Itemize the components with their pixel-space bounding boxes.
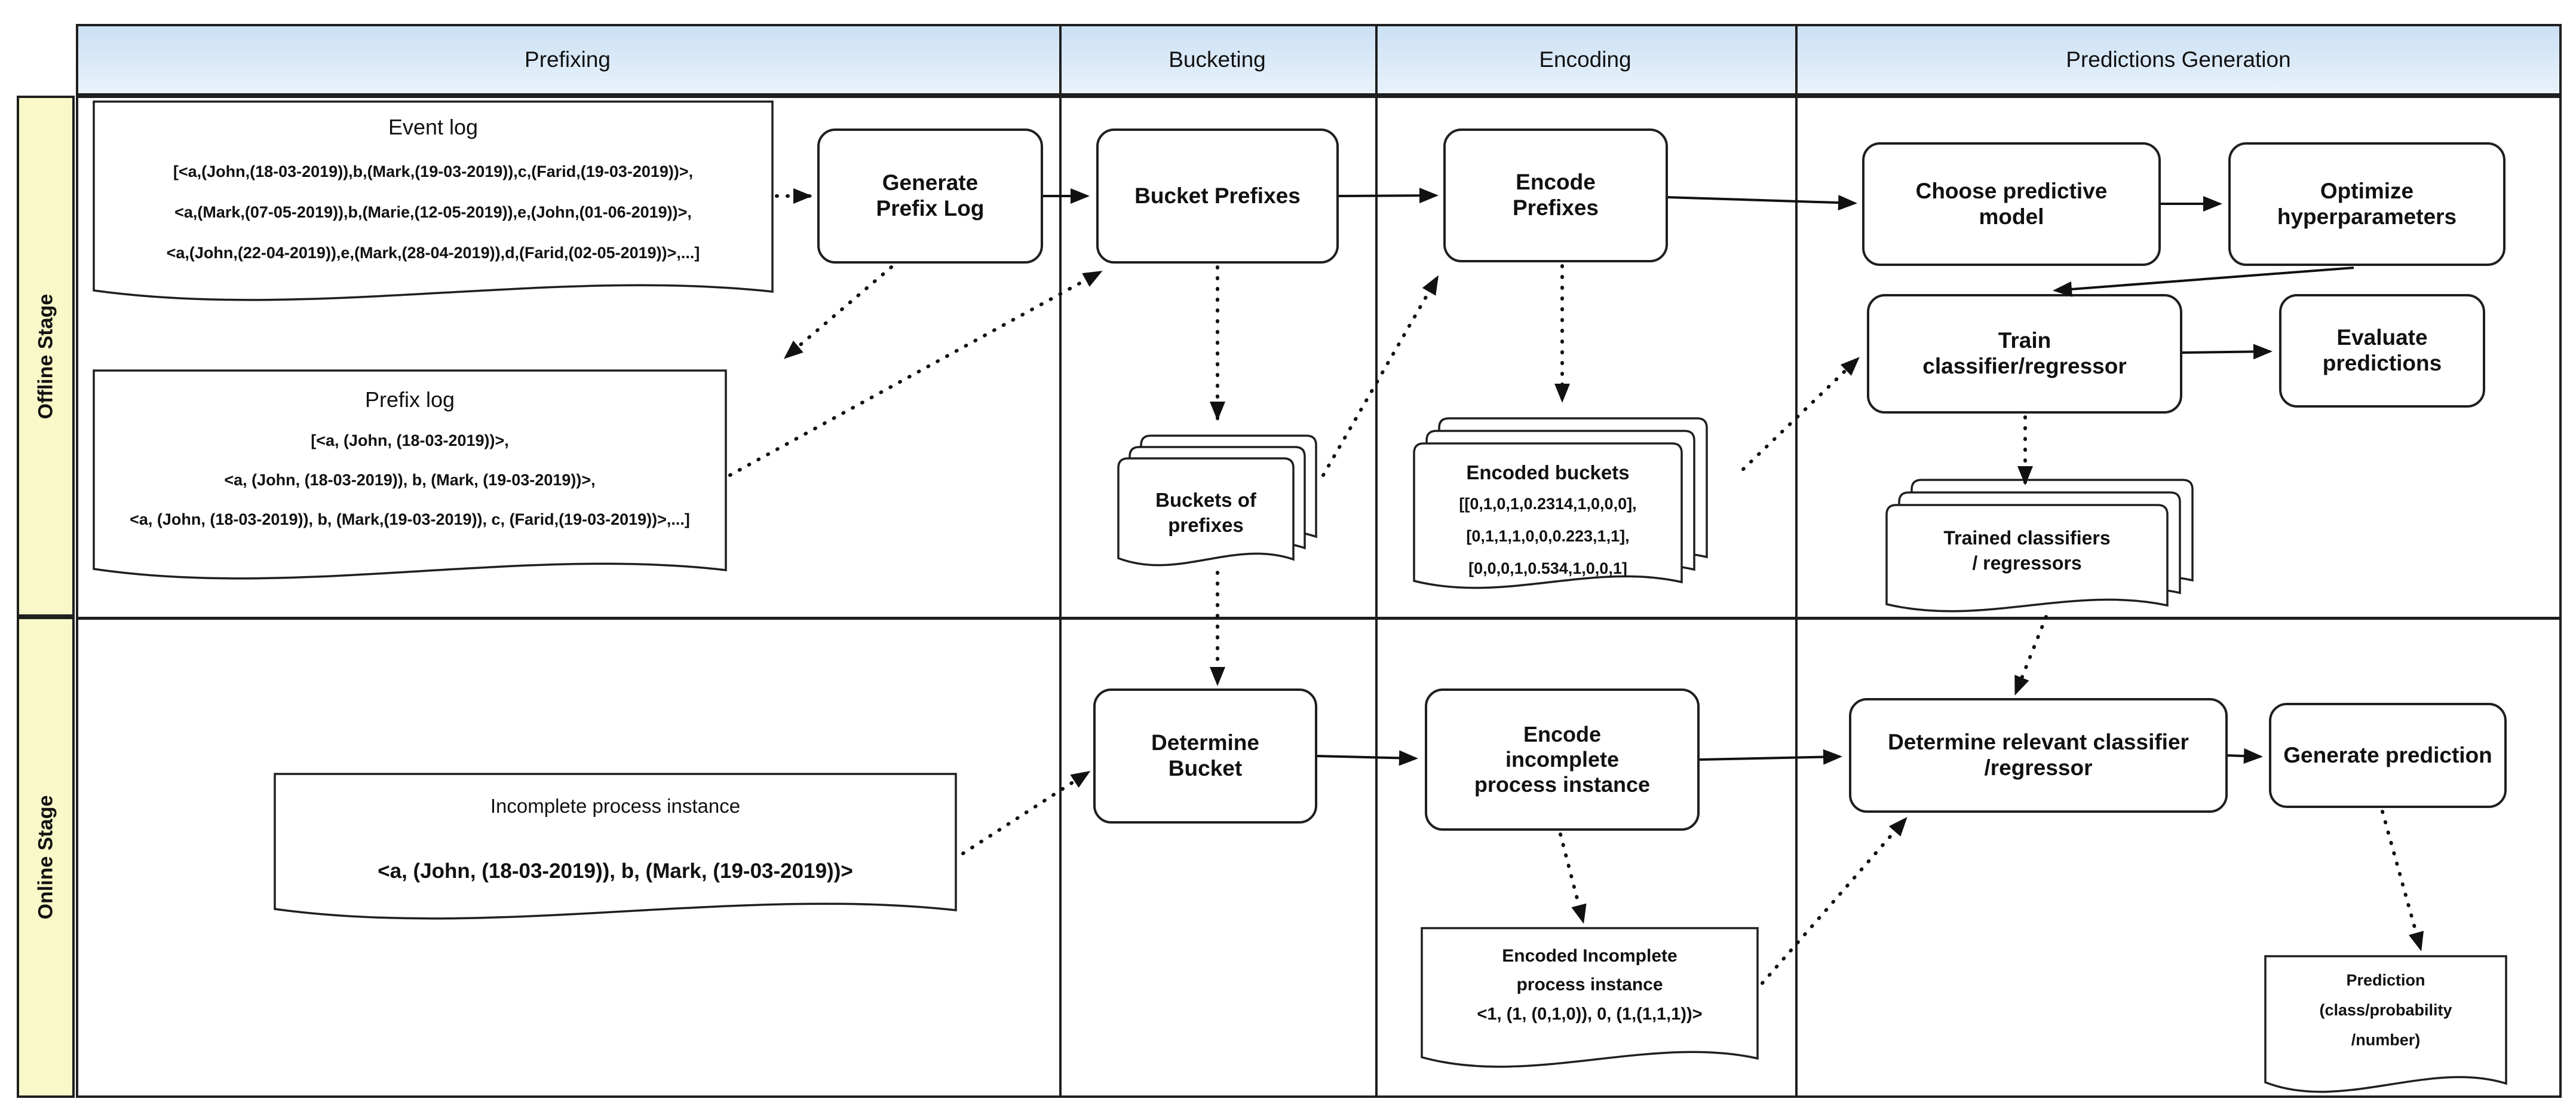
event-log-line: <a,(Mark,(07-05-2019)),b,(Marie,(12-05-2… [174,203,692,221]
node-generate-prefix-log: Generate Prefix Log [817,128,1043,264]
node-encode-prefixes: Encode Prefixes [1443,128,1668,262]
node-train-classifier-regressor: Train classifier/regressor [1867,294,2182,414]
online-stage-label: Online Stage [34,795,57,920]
node-encode-incomplete-instance: Encode incomplete process instance [1425,688,1700,831]
prefix-log-line: <a, (John, (18-03-2019)), b, (Mark,(19-0… [130,510,690,528]
encoded-buckets-title: Encoded buckets [1466,461,1630,483]
prediction-line-3: /number) [2351,1031,2421,1049]
node-determine-bucket: Determine Bucket [1093,688,1317,824]
prefix-log-line: [<a, (John, (18-03-2019))>, [311,431,509,449]
node-optimize-hyperparameters: Optimize hyperparameters [2228,142,2506,266]
online-stage-cell: Online Stage [17,617,75,1098]
trained-classifiers-label-1: Trained classifiers [1943,527,2111,549]
prediction-line-2: (class/probability [2319,1001,2452,1019]
node-choose-predictive-model: Choose predictive model [1862,142,2161,266]
buckets-of-prefixes-label-2: prefixes [1168,514,1244,536]
trained-classifiers-label-2: / regressors [1972,552,2082,574]
header-bucketing: Bucketing [1169,47,1266,72]
column-divider-1 [1059,24,1062,1098]
header-encoding: Encoding [1539,47,1632,72]
encoded-buckets-line: [[0,1,0,1,0.2314,1,0,0,0], [1459,495,1637,513]
buckets-of-prefixes-label-1: Buckets of [1155,489,1256,511]
prefix-log-title: Prefix log [364,387,455,412]
encoded-incomplete-title-2: process instance [1516,975,1663,994]
event-log-line: [<a,(John,(18-03-2019)),b,(Mark,(19-03-2… [173,163,694,180]
column-divider-3 [1795,24,1798,1098]
header-band [76,24,2562,96]
encoded-buckets-line: [0,1,1,1,0,0,0.223,1,1], [1466,527,1630,545]
node-bucket-prefixes: Bucket Prefixes [1096,128,1339,264]
node-evaluate-predictions: Evaluate predictions [2279,294,2485,408]
header-prefixing: Prefixing [525,47,611,72]
prediction-line-1: Prediction [2346,971,2425,989]
column-divider-2 [1375,24,1378,1098]
header-predictions-generation: Predictions Generation [2066,47,2291,72]
offline-stage-label: Offline Stage [34,293,57,419]
event-log-line: <a,(John,(22-04-2019)),e,(Mark,(28-04-20… [166,244,700,262]
encoded-buckets-line: [0,0,0,1,0.534,1,0,0,1] [1468,559,1627,577]
incomplete-instance-title: Incomplete process instance [490,795,741,817]
encoded-incomplete-title-1: Encoded Incomplete [1502,946,1678,966]
event-log-title: Event log [388,115,479,139]
incomplete-instance-line: <a, (John, (18-03-2019)), b, (Mark, (19-… [378,859,853,883]
node-generate-prediction: Generate prediction [2269,703,2507,808]
encoded-incomplete-line: <1, (1, (0,1,0)), 0, (1,(1,1,1))> [1477,1005,1703,1024]
prefix-log-line: <a, (John, (18-03-2019)), b, (Mark, (19-… [224,471,596,489]
stage-divider [76,617,2562,620]
node-determine-relevant-classifier: Determine relevant classifier /regressor [1849,698,2228,813]
offline-stage-cell: Offline Stage [17,96,75,617]
